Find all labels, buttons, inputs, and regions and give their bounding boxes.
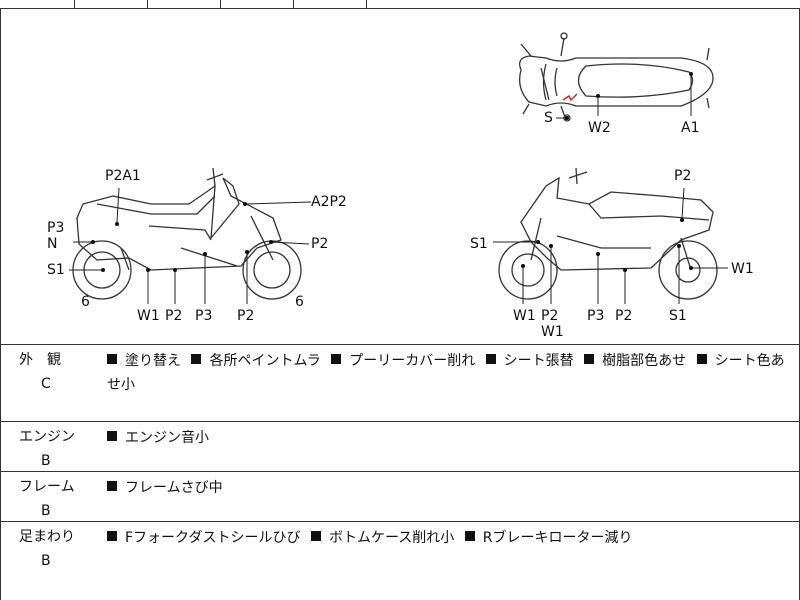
condition-item: 塗り替え [107, 353, 181, 369]
condition-item: エンジン音小 [107, 430, 209, 446]
diagram-label: S1 [470, 236, 488, 252]
diagram-label: P2 [311, 236, 328, 252]
diagram-label: P2 [237, 308, 254, 324]
diagram-label: W1 [731, 261, 754, 277]
diagram-label: W1 [137, 308, 160, 324]
category-name: フレーム [19, 479, 75, 495]
top-header-strip [0, 0, 800, 9]
condition-row-suspension: 足まわり B Fフォークダストシールひび ボトムケース削れ小 Rブレーキローター… [0, 522, 800, 600]
header-cell [293, 0, 367, 8]
condition-row-frame: フレーム B フレームさび中 [0, 472, 800, 522]
condition-item: Rブレーキローター減り [464, 530, 632, 546]
condition-item: ボトムケース削れ小 [310, 530, 454, 546]
row-items: エンジン音小 [107, 426, 793, 450]
square-bullet-icon [331, 354, 342, 364]
header-cell [147, 0, 221, 8]
header-cell [220, 0, 294, 8]
scooter-left-side-view [72, 167, 302, 300]
square-bullet-icon [584, 354, 595, 364]
damage-diagram: S W2 A1 P2A1 A2P2 P3 N P2 S1 6 W1 P2 P3 … [0, 8, 800, 345]
condition-item: シート色あせ小 [107, 353, 785, 393]
diagram-label: W2 [588, 120, 611, 136]
category-grade: B [41, 553, 51, 569]
diagram-label: P2 [615, 308, 632, 324]
diagram-label: P3 [47, 220, 64, 236]
diagram-label: A1 [681, 120, 699, 136]
diagram-label: P3 [195, 308, 212, 324]
diagram-label: 6 [295, 294, 304, 310]
condition-item: フレームさび中 [107, 480, 223, 496]
header-cell [74, 0, 148, 8]
condition-row-engine: エンジン B エンジン音小 [0, 422, 800, 472]
scooter-diagram-svg: S W2 A1 P2A1 A2P2 P3 N P2 S1 6 W1 P2 P3 … [47, 32, 754, 340]
diagram-label: A2P2 [311, 194, 347, 210]
diagram-label: N [47, 236, 57, 252]
diagram-label: S1 [669, 308, 687, 324]
square-bullet-icon [464, 531, 475, 541]
diagram-label: W1 [541, 324, 564, 340]
condition-row-exterior: 外 観 C 塗り替え 各所ペイントムラ プーリーカバー削れ シート張替 樹脂部色… [0, 345, 800, 422]
diagram-label: S [544, 110, 553, 126]
category-name: エンジン [19, 429, 75, 445]
scooter-top-view [518, 32, 714, 122]
condition-item: プーリーカバー削れ [331, 353, 475, 369]
category-grade: B [41, 503, 51, 519]
square-bullet-icon [485, 354, 496, 364]
square-bullet-icon [191, 354, 202, 364]
diagram-label: P2A1 [105, 168, 141, 184]
condition-item: シート張替 [485, 353, 574, 369]
diagram-label: P3 [587, 308, 604, 324]
row-items: フレームさび中 [107, 476, 793, 500]
square-bullet-icon [107, 431, 117, 441]
row-items: Fフォークダストシールひび ボトムケース削れ小 Rブレーキローター減り [107, 526, 793, 550]
square-bullet-icon [107, 531, 117, 541]
condition-item: 各所ペイントムラ [191, 353, 321, 369]
diagram-label: 6 [81, 294, 90, 310]
diagram-label: P2 [541, 308, 558, 324]
row-items: 塗り替え 各所ペイントムラ プーリーカバー削れ シート張替 樹脂部色あせ シート… [107, 349, 793, 397]
category-name: 足まわり [19, 529, 75, 545]
condition-item: 樹脂部色あせ [584, 353, 686, 369]
condition-item: Fフォークダストシールひび [107, 530, 301, 546]
scooter-right-side-view [498, 167, 718, 300]
category-name: 外 観 [19, 352, 61, 368]
diagram-label: P2 [674, 168, 691, 184]
diagram-label: S1 [47, 262, 65, 278]
diagram-label: P2 [165, 308, 182, 324]
category-grade: B [41, 453, 51, 469]
diagram-label: W1 [513, 308, 536, 324]
category-grade: C [41, 376, 51, 392]
square-bullet-icon [107, 481, 117, 491]
square-bullet-icon [696, 354, 707, 364]
square-bullet-icon [310, 531, 321, 541]
header-cell [0, 0, 75, 8]
square-bullet-icon [107, 354, 117, 364]
